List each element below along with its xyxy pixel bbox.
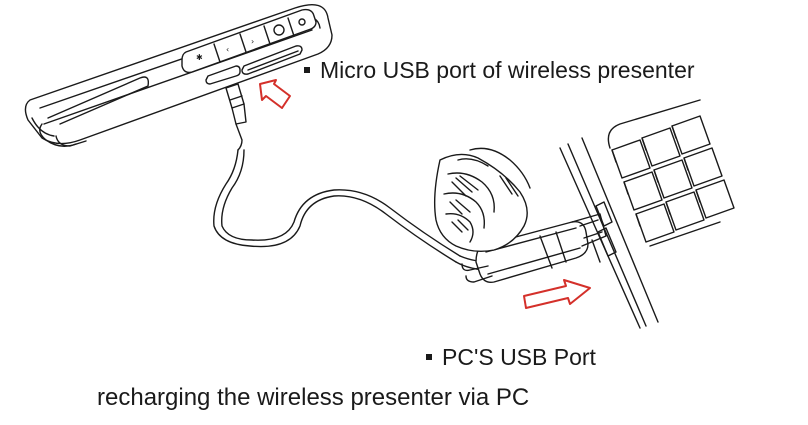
svg-text:‹: ‹ [226,45,229,54]
svg-text:›: › [251,37,254,46]
laptop-side [559,99,735,329]
caption: recharging the wireless presenter via PC [97,384,530,411]
micro-usb-port-label: Micro USB port of wireless presenter [304,56,695,84]
red-outline-arrow-to-micro-port [259,79,291,109]
micro-usb-cable [213,83,493,271]
pc-usb-port-text: PC'S USB Port [442,344,596,370]
bullet-icon [304,66,310,73]
red-outline-arrow-to-pc-port [523,279,591,309]
micro-usb-port-text: Micro USB port of wireless presenter [320,57,695,83]
svg-text:✱: ✱ [196,53,203,62]
wireless-presenter: ✱ ‹ › [24,4,333,147]
hand-with-usb-plug [433,147,607,284]
bullet-icon [426,353,432,360]
pc-usb-port-label: PC'S USB Port [426,343,596,371]
